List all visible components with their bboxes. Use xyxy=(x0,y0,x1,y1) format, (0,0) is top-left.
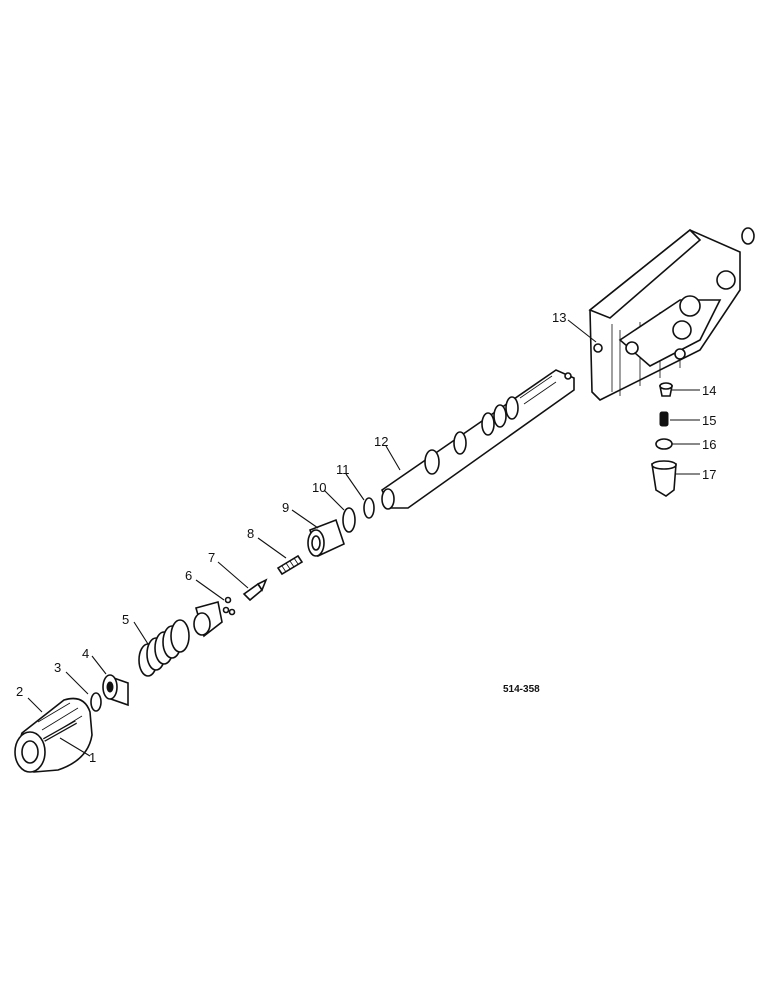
callout-8: 8 xyxy=(247,526,254,541)
part-13-body-o-ring xyxy=(741,227,755,245)
part-15-small-spring xyxy=(659,411,669,427)
part-5-spring xyxy=(138,619,190,677)
part-1-screw xyxy=(43,720,77,742)
callout-11: 11 xyxy=(336,462,350,477)
callout-12: 12 xyxy=(374,434,388,449)
part-16-o-ring xyxy=(655,438,673,450)
part-spring-seat xyxy=(193,596,236,638)
callout-14: 14 xyxy=(702,383,716,398)
part-10-o-ring xyxy=(342,507,356,533)
callout-15: 15 xyxy=(702,413,716,428)
callout-2: 2 xyxy=(16,684,23,699)
callout-1: 1 xyxy=(89,750,96,765)
callout-5: 5 xyxy=(122,612,129,627)
callout-13: 13 xyxy=(552,310,566,325)
callout-9: 9 xyxy=(282,500,289,515)
part-13-valve-body xyxy=(588,228,741,401)
part-4-retainer xyxy=(102,674,129,707)
part-7-plug xyxy=(242,578,268,602)
callout-10: 10 xyxy=(312,480,326,495)
part-17-plug xyxy=(651,460,677,497)
callout-6: 6 xyxy=(185,568,192,583)
part-3-snap-ring xyxy=(90,692,102,712)
part-14-cap xyxy=(659,382,673,397)
part-11-o-ring xyxy=(363,497,375,519)
callout-17: 17 xyxy=(702,467,716,482)
part-12-spool xyxy=(380,369,575,510)
callout-3: 3 xyxy=(54,660,61,675)
part-9-bushing xyxy=(307,518,345,558)
callout-7: 7 xyxy=(208,550,215,565)
leader-lines xyxy=(27,319,700,757)
part-8-small-spring xyxy=(276,554,304,576)
drawing-code: 514-358 xyxy=(503,684,540,695)
callout-4: 4 xyxy=(82,646,89,661)
callout-16: 16 xyxy=(702,437,716,452)
